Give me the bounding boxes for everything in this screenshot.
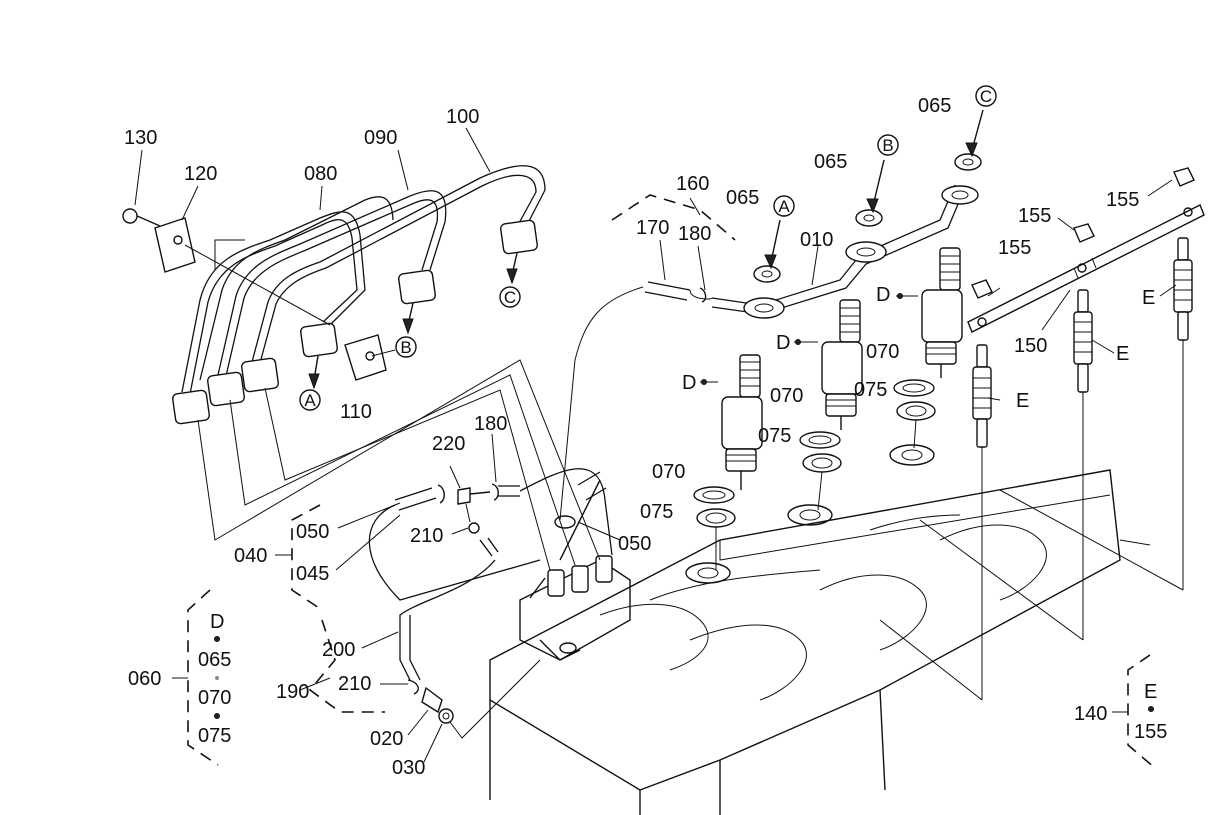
- label-180-top: 180: [678, 223, 711, 245]
- label-130: 130: [124, 127, 157, 149]
- label-155-b: 155: [1018, 205, 1051, 227]
- label-040: 040: [234, 545, 267, 567]
- label-155-a: 155: [998, 237, 1031, 259]
- label-080: 080: [304, 163, 337, 185]
- label-070-b: 070: [770, 385, 803, 407]
- label-070-a: 070: [652, 461, 685, 483]
- callout-b-leakoff: B: [882, 136, 893, 155]
- label-155-c: 155: [1106, 189, 1139, 211]
- group-060-item-3: 075: [198, 725, 231, 747]
- leak-off-pipe: [559, 109, 984, 521]
- group-060-item-2: 070: [198, 687, 231, 709]
- label-075-a: 075: [640, 501, 673, 523]
- callout-b-pipe: B: [400, 338, 411, 357]
- label-210-low: 210: [338, 673, 371, 695]
- label-160: 160: [676, 173, 709, 195]
- label-110: 110: [340, 401, 372, 423]
- group-140-title: E: [1144, 681, 1157, 703]
- callout-markers: A B C A B C: [299, 85, 997, 411]
- leader-lines: [134, 127, 1177, 763]
- pipe-guide-lines: [197, 239, 601, 571]
- label-010: 010: [800, 229, 833, 251]
- label-050-left: 050: [296, 521, 329, 543]
- label-220: 220: [432, 433, 465, 455]
- label-030: 030: [392, 757, 425, 779]
- cylinder-head: [489, 444, 1151, 815]
- label-d-nozzle-3: D: [876, 284, 890, 306]
- label-180-mid: 180: [474, 413, 507, 435]
- group-060-item-1: 065: [198, 649, 231, 671]
- label-150: 150: [1014, 335, 1047, 357]
- injection-pipe-bundle: [122, 165, 546, 425]
- label-e-plug-2: E: [1116, 343, 1129, 365]
- label-065-b: 065: [814, 151, 847, 173]
- group-060-title: D: [210, 611, 224, 633]
- callout-a-leakoff: A: [778, 197, 790, 216]
- label-190: 190: [276, 681, 309, 703]
- nozzle-1: [721, 354, 763, 490]
- nozzle-2: [821, 299, 863, 430]
- group-brackets: [172, 194, 1156, 769]
- label-050-right: 050: [618, 533, 651, 555]
- part-labels: 130 120 080 090 100 110 160 170 180 065 …: [124, 95, 1167, 779]
- label-d-nozzle-1: D: [682, 372, 696, 394]
- callout-c-leakoff: C: [980, 87, 992, 106]
- label-d-nozzle-2: D: [776, 332, 790, 354]
- label-065-c: 065: [918, 95, 951, 117]
- label-075-c: 075: [854, 379, 887, 401]
- injection-pump: [519, 555, 631, 661]
- label-140: 140: [1074, 703, 1107, 725]
- label-075-b: 075: [758, 425, 791, 447]
- label-060: 060: [128, 668, 161, 690]
- label-e-plug-1: E: [1016, 390, 1029, 412]
- glow-plugs: [879, 167, 1205, 701]
- nozzle-3: [921, 247, 963, 378]
- label-e-plug-3: E: [1142, 287, 1155, 309]
- label-070-c: 070: [866, 341, 899, 363]
- label-210-mid: 210: [410, 525, 443, 547]
- label-020: 020: [370, 728, 403, 750]
- label-170: 170: [636, 217, 669, 239]
- label-045: 045: [296, 563, 329, 585]
- label-200: 200: [322, 639, 355, 661]
- callout-c-pipe: C: [504, 288, 516, 307]
- fuel-hoses: [368, 468, 613, 739]
- group-140-item-1: 155: [1134, 721, 1167, 743]
- label-100: 100: [446, 106, 479, 128]
- label-090: 090: [364, 127, 397, 149]
- label-065-a: 065: [726, 187, 759, 209]
- label-120: 120: [184, 163, 217, 185]
- injection-nozzles: [693, 247, 963, 570]
- callout-a-pipe: A: [304, 391, 316, 410]
